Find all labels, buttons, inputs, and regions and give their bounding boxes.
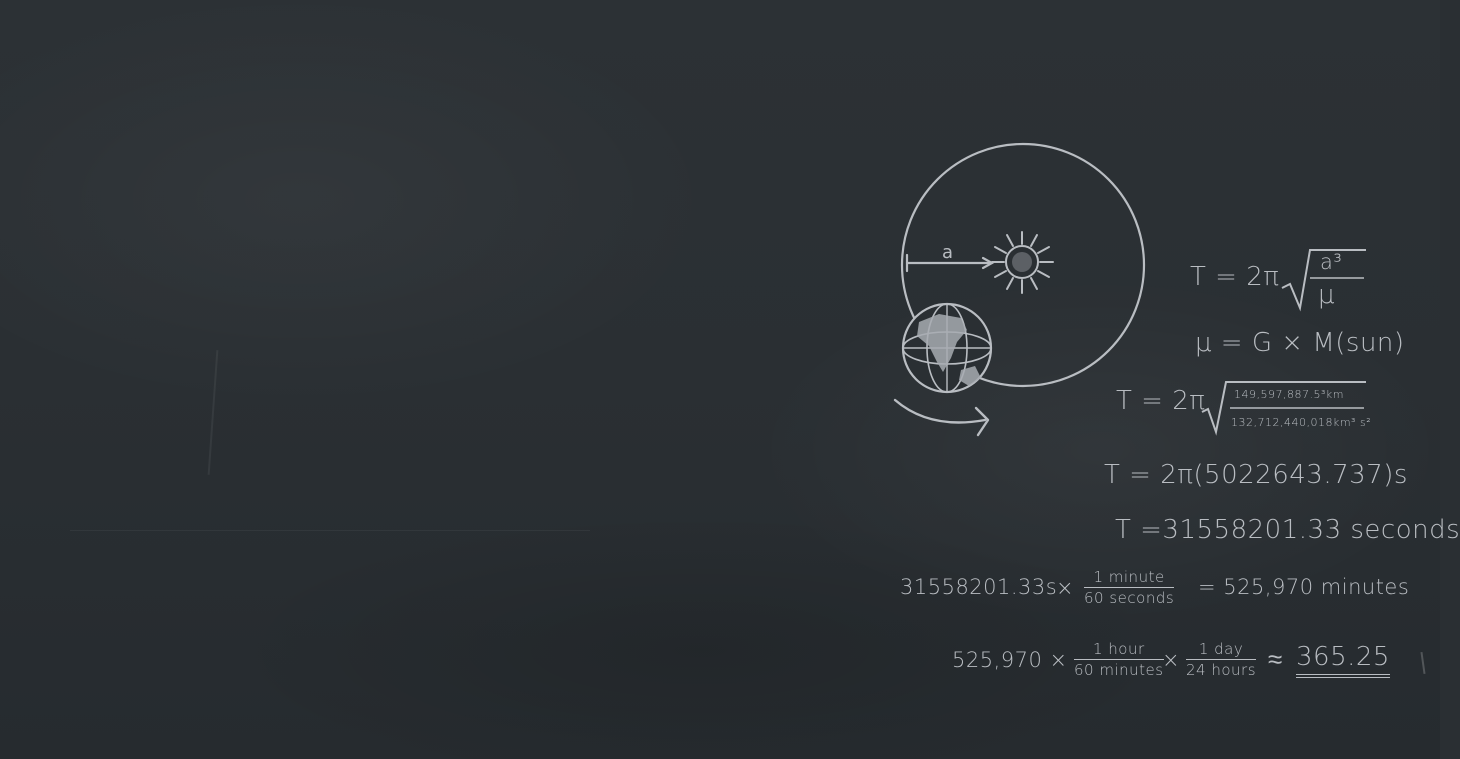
sun-icon	[991, 231, 1054, 294]
eq7-den2: 24 hours	[1186, 661, 1257, 679]
eq6-fraction: 1 minute 60 seconds	[1084, 568, 1175, 607]
eq7-result: 365.25	[1296, 642, 1390, 678]
eq7-fraction-1: 1 hour 60 minutes	[1074, 640, 1164, 679]
eq6-times: ×	[1056, 576, 1075, 600]
eq3-num: 149,597,887.5³km	[1234, 388, 1344, 401]
equation-4: T = 2π(5022643.737)s	[1104, 460, 1408, 490]
chalk-smudge	[1420, 651, 1426, 675]
equation-2: μ = G × M(sun)	[1195, 328, 1405, 358]
sqrt-symbol	[1201, 381, 1366, 436]
eq7-num1: 1 hour	[1074, 640, 1164, 660]
globe-icon	[901, 302, 993, 394]
radius-label: a	[942, 242, 953, 263]
orbit-circle	[900, 142, 1146, 388]
sqrt-symbol	[1281, 249, 1366, 312]
eq1-den: μ	[1318, 280, 1336, 310]
orbit-arrow-icon	[893, 398, 987, 424]
eq6-num: 1 minute	[1084, 568, 1175, 588]
eq7-times: ×	[1162, 648, 1181, 672]
eq7-lhs: 525,970 ×	[952, 648, 1068, 672]
eq3-lhs: T = 2π	[1116, 386, 1206, 416]
chalk-smudge	[207, 350, 219, 475]
eq6-rhs: = 525,970 minutes	[1198, 575, 1410, 599]
eq7-den1: 60 minutes	[1074, 661, 1164, 679]
eq3-den: 132,712,440,018km³ s²	[1231, 416, 1372, 429]
eq1-num: a³	[1320, 250, 1343, 274]
chalk-smudge	[70, 530, 590, 531]
eq7-approx: ≈	[1268, 645, 1283, 675]
eq1-lhs: T = 2π	[1190, 262, 1280, 292]
orbit-diagram: a	[893, 142, 1146, 437]
eq6-lhs: 31558201.33s	[900, 575, 1058, 599]
eq6-den: 60 seconds	[1084, 589, 1175, 607]
eq7-fraction-2: 1 day 24 hours	[1186, 640, 1257, 679]
eq7-num2: 1 day	[1186, 640, 1257, 660]
equation-5: T =31558201.33 seconds	[1115, 515, 1460, 545]
